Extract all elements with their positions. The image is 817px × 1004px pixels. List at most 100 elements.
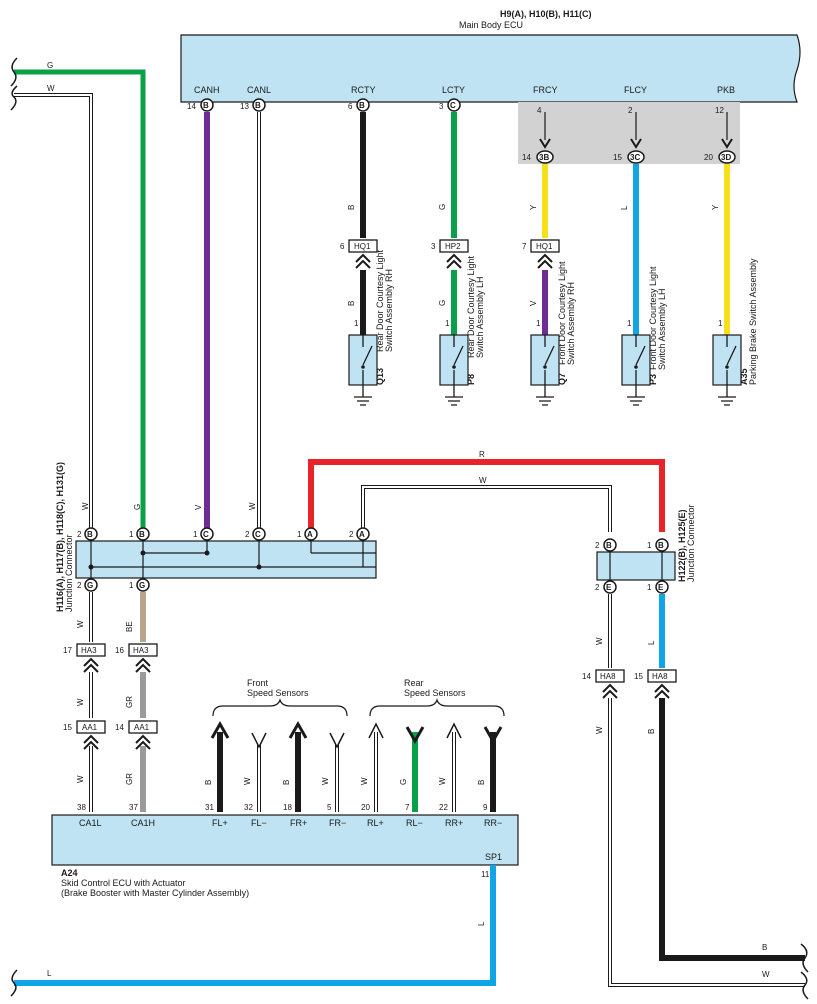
switch-assemblies: 1 Q13 Rear Door Courtesy Light Switch As… xyxy=(348,249,758,406)
pin-number: 13 xyxy=(240,102,249,111)
junction-name: Junction Connector xyxy=(686,504,696,582)
pin-number: 15 xyxy=(613,153,622,162)
wire-label-b: B xyxy=(347,301,356,306)
wire-flcy: L xyxy=(620,112,639,335)
pin-number: 1 xyxy=(627,319,632,328)
switch-q7: 1 Q7 Front Door Courtesy Light Switch As… xyxy=(530,261,576,406)
connector-name: HA3 xyxy=(81,646,97,655)
junction-name: Junction Connector xyxy=(64,534,74,612)
pin-number: 1 xyxy=(647,583,652,592)
front-sensors-label: Front xyxy=(247,678,269,688)
conn-label: E xyxy=(658,583,664,592)
pin-number: 1 xyxy=(354,319,359,328)
pin-number: 7 xyxy=(405,803,410,812)
wire-label-w: W xyxy=(321,777,330,785)
conn-label: B xyxy=(203,101,209,110)
switch-name: Front Door Courtesy Light xyxy=(648,266,658,370)
conn-label: B xyxy=(359,101,365,110)
ecu-pin-label: RR+ xyxy=(445,818,463,828)
wire-label-v: V xyxy=(529,300,538,306)
conn-label: 3C xyxy=(630,153,640,162)
ecu-pin-label: CA1H xyxy=(131,818,155,828)
ecu-pin-label: FR− xyxy=(329,818,346,828)
switch-p8: 1 P8 Rear Door Courtesy Light Switch Ass… xyxy=(439,255,485,406)
wire-label-w: W xyxy=(360,777,369,785)
pin-label-flcy: FLCY xyxy=(624,85,647,95)
pin-number: 1 xyxy=(536,319,541,328)
red-white-top-wires: R W xyxy=(308,450,665,532)
speed-sensor-wires: B W B W W G W B xyxy=(204,720,503,812)
wire-label-gr: GR xyxy=(125,696,134,708)
conn-label: B xyxy=(606,541,612,550)
pin-number: 16 xyxy=(115,646,124,655)
pin-number: 2 xyxy=(349,530,354,539)
ecu-pin-label: CA1L xyxy=(79,818,102,828)
wire-label-b: B xyxy=(762,943,767,952)
connector-name: HA3 xyxy=(133,646,149,655)
switch-p3: 1 P3 Front Door Courtesy Light Switch As… xyxy=(621,266,667,406)
pin-number: 2 xyxy=(628,106,633,115)
wire-label-b: B xyxy=(204,780,213,785)
wire-label-r: R xyxy=(479,450,485,459)
wire-label-y: Y xyxy=(711,204,720,210)
wire-label-w: W xyxy=(81,502,90,510)
wire-right-lower: W L W B B W xyxy=(595,594,805,987)
switch-name: Switch Assembly LH xyxy=(475,276,485,358)
pin-number: 5 xyxy=(327,803,332,812)
wire-label-w: W xyxy=(76,775,85,783)
skid-control-ecu: CA1L CA1H FL+ FL− FR+ FR− RL+ RL− RR+ RR… xyxy=(51,803,519,898)
pin-number: 20 xyxy=(704,153,713,162)
wire-label-w: W xyxy=(479,476,487,485)
wire-label-l: L xyxy=(620,205,629,210)
conn-label: B xyxy=(87,530,93,539)
switch-code: P8 xyxy=(466,374,476,385)
junction-connector-2: B B E E 2 1 2 1 H122(B), H125(E) Junctio… xyxy=(595,504,696,594)
pin-label-canl: CANL xyxy=(247,85,271,95)
pin-number: 1 xyxy=(647,541,652,550)
wire-label-b: B xyxy=(282,780,291,785)
pin-number: 15 xyxy=(634,672,643,681)
connector-name: HQ1 xyxy=(536,242,553,251)
connector-name: AA1 xyxy=(134,723,150,732)
conn-label: 3B xyxy=(539,153,549,162)
pin-number: 31 xyxy=(205,803,214,812)
wire-label-b: B xyxy=(477,780,486,785)
pin-number: 17 xyxy=(63,646,72,655)
wire-label-w: W xyxy=(47,84,55,93)
inline-connectors-left: HA3 HA3 AA1 AA1 17 16 15 14 xyxy=(63,643,158,750)
switch-name: Parking Brake Switch Assembly xyxy=(748,258,758,385)
wire-label-l: L xyxy=(477,921,486,926)
pin-number: 2 xyxy=(77,581,82,590)
wire-label-g: G xyxy=(438,204,447,210)
switch-code: P3 xyxy=(648,374,658,385)
wire-label-l: L xyxy=(47,969,52,978)
pin-number: 32 xyxy=(244,803,253,812)
pin-number: 2 xyxy=(77,530,82,539)
pin-label-rcty: RCTY xyxy=(351,85,376,95)
rear-sensors-label: Rear xyxy=(404,678,424,688)
connector-name: HQ1 xyxy=(354,242,371,251)
main-ecu-pin-labels: CANH CANL RCTY LCTY FRCY FLCY PKB 14 13 … xyxy=(187,85,735,115)
switch-q13: 1 Q13 Rear Door Courtesy Light Switch As… xyxy=(348,249,394,406)
connector-name: AA1 xyxy=(82,723,98,732)
speed-sensor-groups: Front Speed Sensors Rear Speed Sensors xyxy=(212,678,505,717)
pin-number: 3 xyxy=(439,102,444,111)
pin-label-canh: CANH xyxy=(194,85,220,95)
switch-name: Front Door Courtesy Light xyxy=(557,261,567,365)
wire-pkb: Y xyxy=(711,112,730,335)
conn-label: G xyxy=(87,581,93,590)
wire-can: V W W G xyxy=(81,112,261,532)
pin-number: 1 xyxy=(718,319,723,328)
wire-label-w: W xyxy=(248,502,257,510)
inline-connectors-top: HQ1 HP2 HQ1 6 3 7 xyxy=(340,239,560,269)
pin-number: 3 xyxy=(431,242,436,251)
pin-number: 6 xyxy=(340,242,345,251)
switch-name: Rear Door Courtesy Light xyxy=(466,255,476,358)
ecu-pin-label: FL+ xyxy=(212,818,228,828)
conn-label: C xyxy=(255,530,261,539)
switch-code: Q7 xyxy=(557,373,567,385)
inline-connectors-right: HA8 HA8 14 15 xyxy=(582,669,677,699)
pin-number: 1 xyxy=(297,530,302,539)
wire-label-w: W xyxy=(595,637,604,645)
